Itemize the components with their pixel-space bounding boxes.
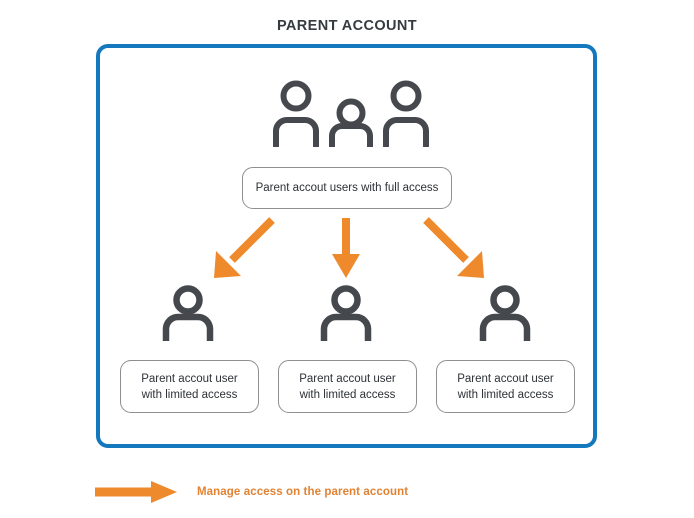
limited-access-label-2-line1: Parent accout user	[299, 372, 396, 385]
arrow-down-left-icon	[214, 217, 275, 278]
full-access-label-text: Parent accout users with full access	[255, 182, 439, 194]
person-icon-3	[479, 285, 531, 341]
legend-text: Manage access on the parent account	[197, 486, 409, 498]
right-arrow-icon	[95, 481, 177, 503]
limited-access-label-box-1: Parent accout user with limited access	[120, 360, 259, 413]
limited-access-label-box-2: Parent accout user with limited access	[278, 360, 417, 413]
arrow-down-right-icon	[423, 217, 484, 278]
person-icon-2	[320, 285, 372, 341]
limited-access-label-3-line1: Parent accout user	[457, 372, 554, 385]
limited-access-label-1-line1: Parent accout user	[141, 372, 238, 385]
limited-access-label-2-line2: with limited access	[299, 388, 396, 401]
page-title: PARENT ACCOUNT	[276, 18, 418, 34]
legend: Manage access on the parent account	[93, 478, 573, 506]
group-of-three-people-icon	[273, 80, 429, 147]
limited-access-label-3-line2: with limited access	[457, 388, 554, 401]
limited-access-label-box-3: Parent accout user with limited access	[436, 360, 575, 413]
arrow-down-icon	[332, 218, 360, 278]
limited-access-label-1-line2: with limited access	[141, 388, 238, 401]
person-icon-1	[162, 285, 214, 341]
full-access-label-box: Parent accout users with full access	[242, 167, 452, 209]
